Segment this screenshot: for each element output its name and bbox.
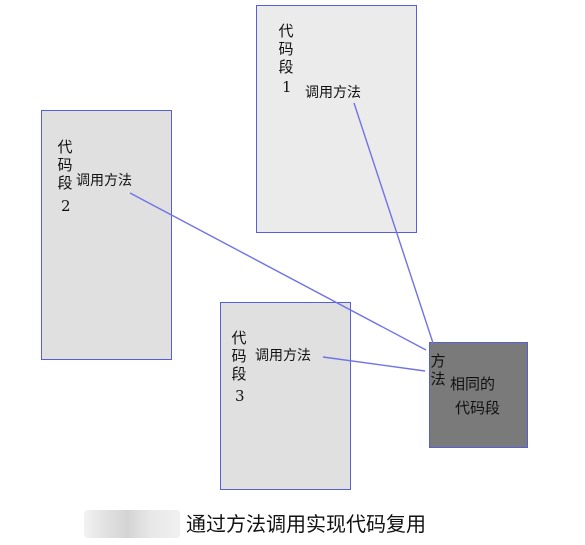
- code-block-1-call-label: 调用方法: [305, 85, 361, 101]
- method-block-vertical-label: 方法: [430, 352, 446, 388]
- code-block-1-number: 1: [282, 78, 292, 96]
- code-block-3: [220, 302, 351, 490]
- figure-caption: 通过方法调用实现代码复用: [186, 512, 426, 536]
- method-block-label-line2: 代码段: [455, 399, 501, 417]
- method-block-label-line1: 相同的: [450, 375, 496, 393]
- blurred-prefix: [84, 510, 180, 538]
- method-block: [429, 342, 528, 448]
- connector-block-1: [353, 102, 434, 344]
- connector-block-2: [129, 192, 427, 351]
- code-block-1: [256, 5, 417, 233]
- code-block-2: [41, 110, 172, 360]
- code-block-1-label: 代码段: [278, 22, 294, 76]
- code-block-2-number: 2: [61, 197, 71, 215]
- code-block-2-call-label: 调用方法: [76, 173, 132, 189]
- code-block-3-number: 3: [235, 387, 245, 405]
- code-block-3-call-label: 调用方法: [255, 348, 311, 364]
- connector-block-3: [322, 356, 426, 372]
- code-block-2-label: 代码段: [57, 138, 73, 192]
- code-block-3-label: 代码段: [231, 329, 247, 383]
